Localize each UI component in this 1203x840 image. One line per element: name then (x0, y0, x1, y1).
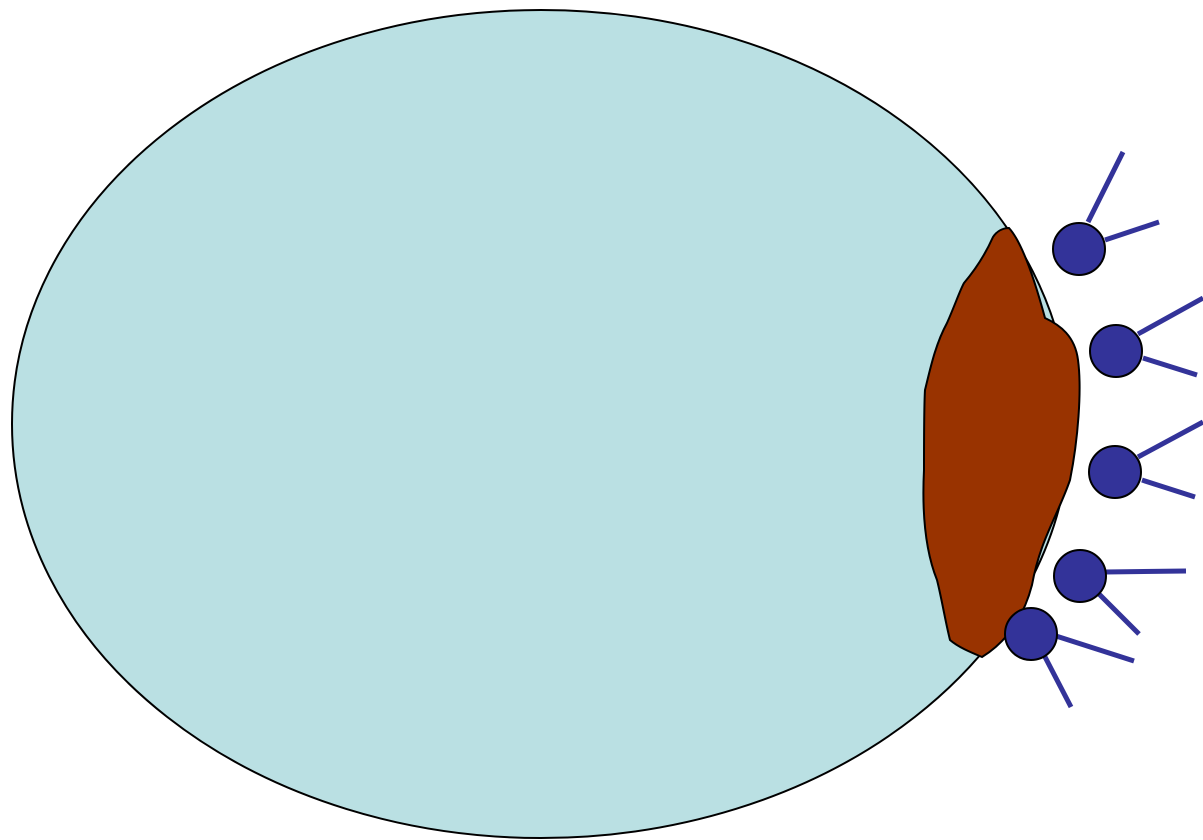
cell-body (12, 10, 1070, 838)
receptor-1-head (1053, 223, 1105, 275)
receptor-1-stalk-right (1105, 222, 1159, 240)
receptor-1-stalk-upper (1088, 152, 1123, 222)
receptor-4-stalk-lower (1099, 594, 1139, 634)
receptor-4 (1054, 550, 1186, 634)
receptor-2-head (1090, 325, 1142, 377)
receptor-1 (1053, 152, 1159, 275)
receptor-2-stalk-lower (1143, 358, 1197, 375)
receptor-4-head (1054, 550, 1106, 602)
receptor-5-stalk-right (1056, 636, 1134, 661)
receptor-3-head (1089, 446, 1141, 498)
receptor-3-stalk-lower (1142, 480, 1195, 497)
receptor-5 (1005, 608, 1134, 707)
receptor-5-stalk-lower (1044, 655, 1071, 707)
receptor-3-stalk-upper (1138, 422, 1203, 457)
receptor-5-head (1005, 608, 1057, 660)
receptor-2 (1090, 298, 1203, 377)
receptor-3 (1089, 422, 1203, 498)
receptor-2-stalk-upper (1138, 298, 1203, 334)
receptor-4-stalk-right (1105, 571, 1186, 572)
